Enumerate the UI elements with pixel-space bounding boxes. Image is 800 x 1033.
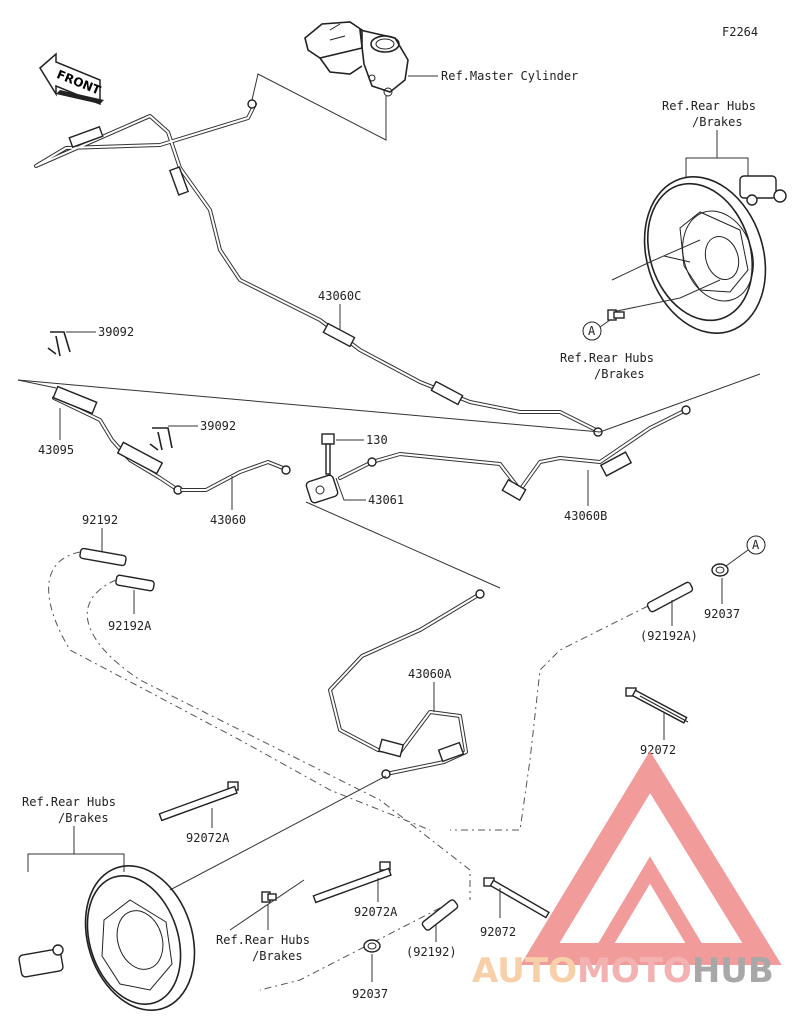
label-92192a-paren: (92192A) <box>640 629 698 643</box>
ref-rear-hubs-bm-2: /Brakes <box>252 949 303 963</box>
clamp-92037-b <box>363 939 381 953</box>
master-cylinder <box>304 21 409 97</box>
automotohub-logo: AUTOMOTOHUB <box>472 750 782 991</box>
label-43060: 43060 <box>210 513 246 527</box>
label-92192-paren: (92192) <box>406 945 457 959</box>
callout-a-lower: A <box>746 535 766 555</box>
sleeve-92192-paren <box>421 899 459 931</box>
cable-tie-92072a-b <box>312 861 392 904</box>
sleeve-92192 <box>79 547 127 567</box>
label-39092-b: 39092 <box>200 419 236 433</box>
hose-43095 <box>52 385 183 495</box>
label-92037-b: 92037 <box>352 987 388 1001</box>
ref-rear-hubs-bl-2: /Brakes <box>58 811 109 825</box>
cable-tie-92072-b <box>483 877 550 919</box>
logo-moto: MOTO <box>577 951 692 991</box>
label-92072-a: 92072 <box>640 743 676 757</box>
pipe-43060c <box>34 99 603 437</box>
label-43061: 43061 <box>368 493 404 507</box>
logo-hub: HUB <box>692 951 774 991</box>
label-92192a: 92192A <box>108 619 152 633</box>
sleeve-92192a <box>115 574 155 592</box>
label-43060b: 43060B <box>564 509 607 523</box>
ref-rear-hubs-bl-1: Ref.Rear Hubs <box>22 795 116 809</box>
label-92072a-b: 92072A <box>354 905 398 919</box>
logo-auto: AUTO <box>472 951 577 991</box>
svg-text:AUTOMOTOHUB: AUTOMOTOHUB <box>472 951 774 991</box>
bolt-130 <box>321 433 335 475</box>
label-43060a: 43060A <box>408 667 452 681</box>
label-43095: 43095 <box>38 443 74 457</box>
rear-brake-drum-bottom <box>84 865 196 1011</box>
ref-rear-hubs-bm-1: Ref.Rear Hubs <box>216 933 310 947</box>
cable-tie-92072-a <box>625 687 689 724</box>
front-arrow: FRONT <box>39 52 104 106</box>
ref-rear-hubs-mid-1: Ref.Rear Hubs <box>560 351 654 365</box>
svg-text:A: A <box>588 324 596 338</box>
ref-master-cylinder: Ref.Master Cylinder <box>441 69 578 83</box>
clip-39092-a <box>47 331 71 357</box>
label-92072a-a: 92072A <box>186 831 230 845</box>
ref-rear-hubs-top-1: Ref.Rear Hubs <box>662 99 756 113</box>
callout-a-top: A <box>582 321 602 341</box>
junction-43061 <box>305 474 339 504</box>
wheel-cylinder-bottom <box>18 944 64 978</box>
bleeder-bolt-bottom <box>261 891 277 903</box>
ref-rear-hubs-top-2: /Brakes <box>692 115 743 129</box>
clip-39092-b <box>149 427 173 451</box>
bleeder-bolt <box>607 309 625 321</box>
pipe-43060b <box>338 405 691 502</box>
rear-brake-drum-top <box>643 176 767 334</box>
pipe-43060a <box>328 589 485 779</box>
cable-tie-92072a-a <box>158 781 239 822</box>
label-92037-a: 92037 <box>704 607 740 621</box>
clamp-92037-a <box>711 563 729 577</box>
figure-code: F2264 <box>722 25 758 39</box>
svg-text:A: A <box>752 538 760 552</box>
wheel-cylinder-top <box>739 175 787 206</box>
ref-rear-hubs-mid-2: /Brakes <box>594 367 645 381</box>
label-39092-a: 39092 <box>98 325 134 339</box>
sleeve-92192a-paren <box>646 581 694 613</box>
label-92192: 92192 <box>82 513 118 527</box>
pipe-43060 <box>180 460 291 492</box>
label-43060c: 43060C <box>318 289 361 303</box>
label-130: 130 <box>366 433 388 447</box>
label-92072-b: 92072 <box>480 925 516 939</box>
